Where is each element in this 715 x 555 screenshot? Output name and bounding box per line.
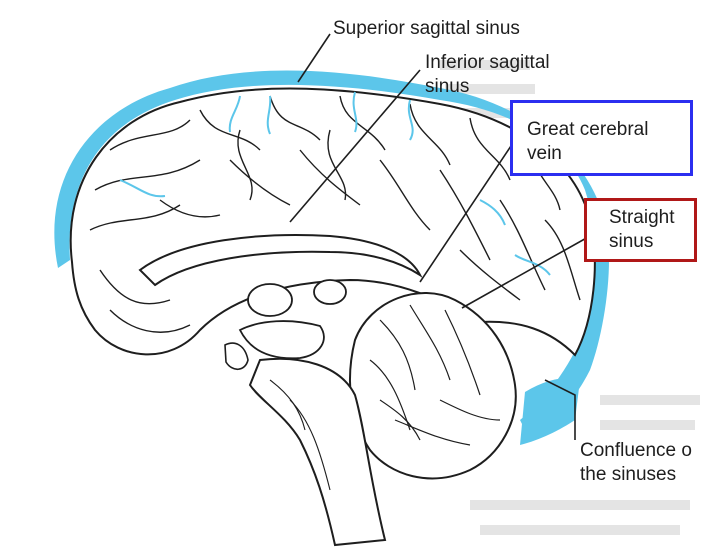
label-inferior-sagittal-sinus-line2: sinus [425,76,469,98]
diencephalon [240,280,346,358]
great-cerebral-vein-box: Great cerebral vein [510,100,693,176]
label-straight-sinus-line2: sinus [609,231,653,253]
label-superior-sagittal-sinus: Superior sagittal sinus [333,18,520,40]
label-confluence-line1: Confluence o [580,440,692,462]
label-straight-sinus-line1: Straight [609,207,674,229]
label-inferior-sagittal-sinus-line1: Inferior sagittal [425,52,550,74]
confluence-shape [520,378,580,445]
label-great-cerebral-vein-line2: vein [527,143,562,165]
label-great-cerebral-vein-line1: Great cerebral [527,119,648,141]
straight-sinus-box: Straight sinus [584,198,697,262]
label-confluence-line2: the sinuses [580,464,676,486]
pituitary-region [225,343,248,369]
